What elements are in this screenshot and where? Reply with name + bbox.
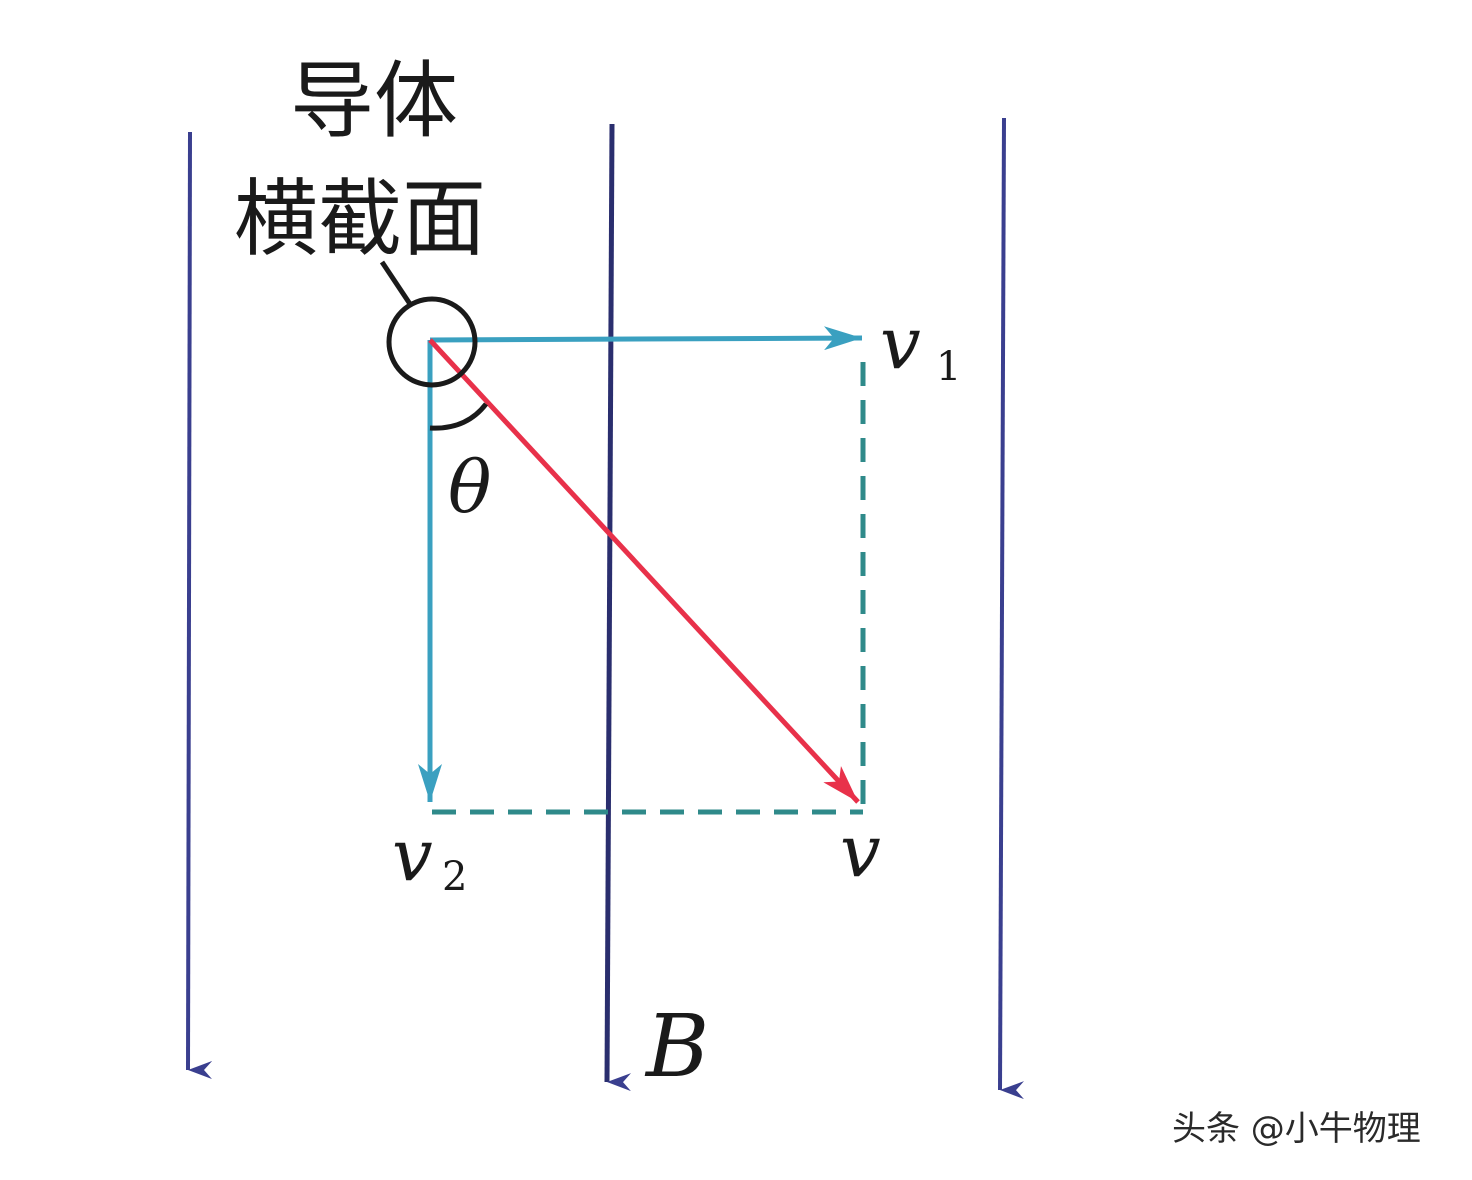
- label-theta: θ: [448, 445, 491, 529]
- field-line-right: [998, 117, 1025, 1100]
- watermark-text: 头条 @小牛物理: [1172, 1109, 1421, 1149]
- field-line-left: [186, 131, 213, 1080]
- label-v: v: [840, 809, 881, 893]
- conductor-cross-section: [386, 296, 478, 388]
- label-v2-subscript: 2: [442, 854, 467, 900]
- field-line-middle: [604, 123, 632, 1092]
- label-conductor-line2: 横截面: [234, 170, 486, 268]
- theta-angle-arc: [429, 402, 488, 431]
- v1-vector: [429, 326, 863, 351]
- label-v2: v: [392, 813, 433, 897]
- label-conductor-line1: 导体: [290, 52, 458, 150]
- label-v1: v: [880, 301, 921, 385]
- conductor-pointer-line: [379, 260, 413, 306]
- v-resultant-vector: [428, 338, 860, 804]
- label-v1-subscript: 1: [936, 344, 961, 390]
- label-B: B: [644, 997, 709, 1097]
